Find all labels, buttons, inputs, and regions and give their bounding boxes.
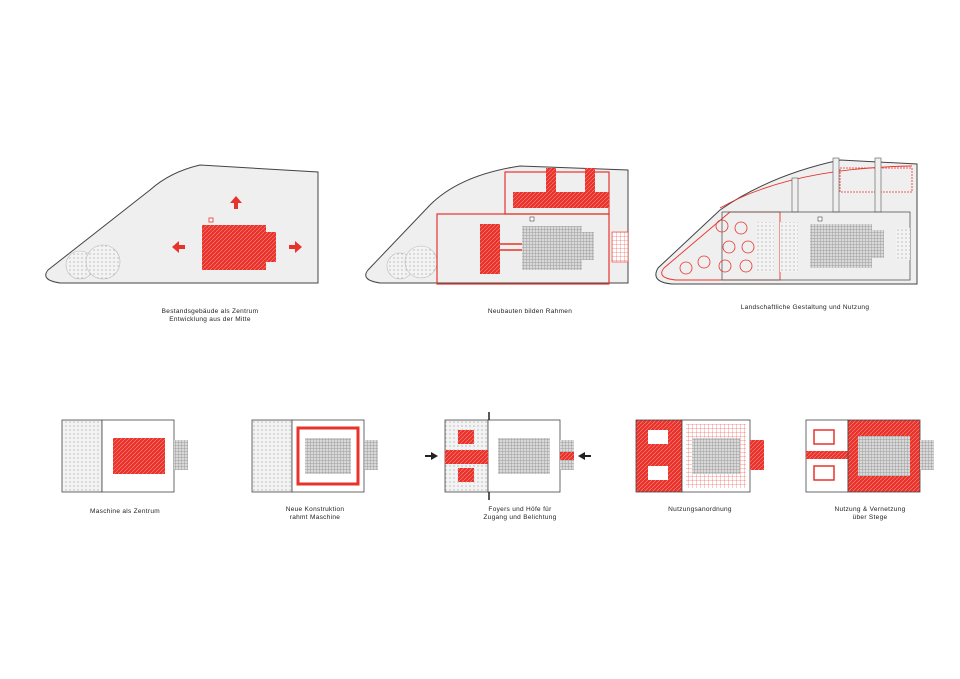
caption-diagram-5: Neue Konstruktion rahmt Maschine bbox=[250, 506, 380, 522]
caption-diagram-2: Neubauten bilden Rahmen bbox=[460, 308, 600, 316]
diagram-5-new-construction-frames-machine bbox=[251, 419, 378, 493]
landscape-arc bbox=[719, 165, 913, 209]
diagram-6-foyers-courtyards bbox=[425, 412, 591, 500]
caption-line: Maschine als Zentrum bbox=[90, 508, 160, 515]
caption-line: rahmt Maschine bbox=[289, 514, 341, 521]
round-tank-right bbox=[404, 245, 438, 279]
caption-diagram-3: Landschaftliche Gestaltung und Nutzung bbox=[720, 304, 890, 312]
existing-annex bbox=[582, 232, 594, 260]
annex bbox=[920, 440, 934, 470]
annex bbox=[750, 440, 764, 470]
caption-diagram-1: Bestandsgebäude als Zentrum Entwicklung … bbox=[140, 308, 280, 324]
courtyard-bottom bbox=[458, 468, 474, 482]
caption-line: über Stege bbox=[852, 514, 888, 521]
tower-1 bbox=[791, 177, 799, 213]
new-tower-1 bbox=[546, 168, 556, 208]
caption-line: Foyers und Höfe für bbox=[488, 506, 552, 513]
garden-circle bbox=[741, 240, 755, 254]
existing-building-annex bbox=[264, 232, 276, 262]
existing-annex bbox=[872, 230, 884, 258]
existing-building bbox=[810, 224, 872, 268]
caption-line: Nutzung & Vernetzung bbox=[834, 506, 906, 513]
grid-block bbox=[611, 231, 629, 263]
courtyard-top bbox=[648, 430, 668, 444]
diagram-3-landscape-usage bbox=[655, 157, 918, 285]
caption-diagram-6: Foyers und Höfe für Zugang und Belichtun… bbox=[455, 506, 585, 522]
annex bbox=[364, 440, 378, 470]
caption-line: Entwicklung aus der Mitte bbox=[169, 316, 251, 323]
annex-red bbox=[560, 452, 574, 460]
machine bbox=[692, 438, 740, 474]
courtyard-top bbox=[458, 430, 474, 444]
existing-building bbox=[522, 226, 582, 270]
arrow-right-icon bbox=[425, 452, 438, 460]
arrow-left-icon bbox=[172, 241, 185, 253]
round-tank-right bbox=[85, 244, 121, 280]
caption-line: Bestandsgebäude als Zentrum bbox=[161, 308, 259, 315]
small-marker bbox=[529, 216, 535, 222]
hall-left bbox=[61, 419, 103, 493]
caption-line: Zugang und Belichtung bbox=[483, 514, 557, 521]
existing-building bbox=[202, 225, 266, 270]
caption-diagram-7: Nutzungsanordnung bbox=[635, 506, 765, 514]
small-marker bbox=[208, 217, 214, 223]
small-marker bbox=[817, 216, 823, 222]
new-building-left bbox=[480, 224, 500, 274]
grid-block-right bbox=[896, 228, 910, 260]
machine bbox=[305, 438, 351, 474]
foyer-band bbox=[445, 450, 488, 464]
caption-line: Neue Konstruktion bbox=[285, 506, 345, 513]
courtyard-bottom bbox=[813, 465, 835, 481]
caption-line: Landschaftliche Gestaltung und Nutzung bbox=[740, 304, 870, 311]
new-tower-2 bbox=[585, 168, 595, 208]
caption-line: Neubauten bilden Rahmen bbox=[487, 308, 573, 315]
garden-circle bbox=[697, 255, 711, 269]
walkway-band bbox=[806, 451, 848, 459]
garden-circle bbox=[722, 240, 736, 254]
garden-circle bbox=[734, 221, 748, 235]
courtyard-top bbox=[813, 429, 835, 445]
hall-left bbox=[251, 419, 293, 493]
grid-block-left bbox=[756, 222, 774, 272]
tower-3 bbox=[874, 157, 882, 213]
caption-line: Nutzungsanordnung bbox=[668, 506, 732, 513]
diagram-8-usage-connection-walkways bbox=[805, 419, 934, 493]
machine bbox=[498, 438, 550, 474]
grid-block-center bbox=[780, 222, 798, 272]
tower-2 bbox=[832, 157, 840, 213]
arrow-left-icon bbox=[578, 452, 591, 460]
arrow-up-icon bbox=[230, 196, 242, 209]
garden-circle bbox=[715, 219, 729, 233]
machine bbox=[113, 438, 165, 474]
caption-diagram-8: Nutzung & Vernetzung über Stege bbox=[805, 506, 935, 522]
machine bbox=[858, 436, 910, 476]
garden-circle bbox=[739, 259, 753, 273]
diagram-4-machine-center bbox=[61, 419, 188, 493]
garden-circle bbox=[718, 259, 732, 273]
diagram-2-new-buildings-frame bbox=[365, 165, 629, 285]
caption-diagram-4: Maschine als Zentrum bbox=[60, 508, 190, 516]
courtyard-bottom bbox=[648, 466, 668, 480]
arrow-right-icon bbox=[289, 241, 302, 253]
annex bbox=[174, 440, 188, 470]
red-frame bbox=[296, 426, 360, 486]
diagram-7-usage-arrangement bbox=[635, 419, 764, 493]
diagram-1-existing-building-center bbox=[45, 164, 319, 284]
garden-circle bbox=[679, 261, 693, 275]
